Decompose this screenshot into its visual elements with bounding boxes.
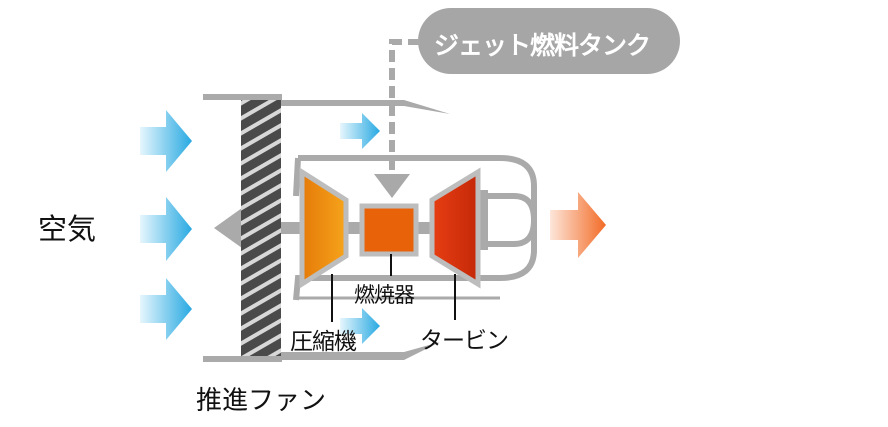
inflow-arrow-icon xyxy=(140,110,192,172)
inflow-arrow-icon xyxy=(140,278,192,340)
turbine xyxy=(429,167,481,289)
nacelle-upper xyxy=(203,94,450,114)
inflow-arrow-icon xyxy=(140,197,192,261)
combustor-label: 燃焼器 xyxy=(354,283,415,307)
inflow-arrow-icon xyxy=(340,308,380,344)
inflow-arrow-icon xyxy=(340,113,380,149)
spinner xyxy=(214,208,242,248)
fuel-line xyxy=(389,39,420,178)
fuel-tank-pill xyxy=(418,8,680,74)
combustor xyxy=(359,203,419,257)
fuel-tank-label: ジェット燃料タンク xyxy=(434,31,651,60)
compressor-label: 圧縮機 xyxy=(290,329,357,355)
turbine-label: タービン xyxy=(420,328,509,354)
propulsion-fan-label: 推進ファン xyxy=(196,386,327,416)
propulsion-fan xyxy=(241,100,281,356)
core-casing xyxy=(293,155,537,301)
nacelle-lower xyxy=(203,342,440,362)
exhaust-nozzle xyxy=(488,193,538,247)
fuel-flow-arrow-icon xyxy=(374,174,410,198)
air-label: 空気 xyxy=(38,212,97,246)
exhaust-arrow-icon xyxy=(550,192,606,258)
compressor xyxy=(299,167,349,289)
